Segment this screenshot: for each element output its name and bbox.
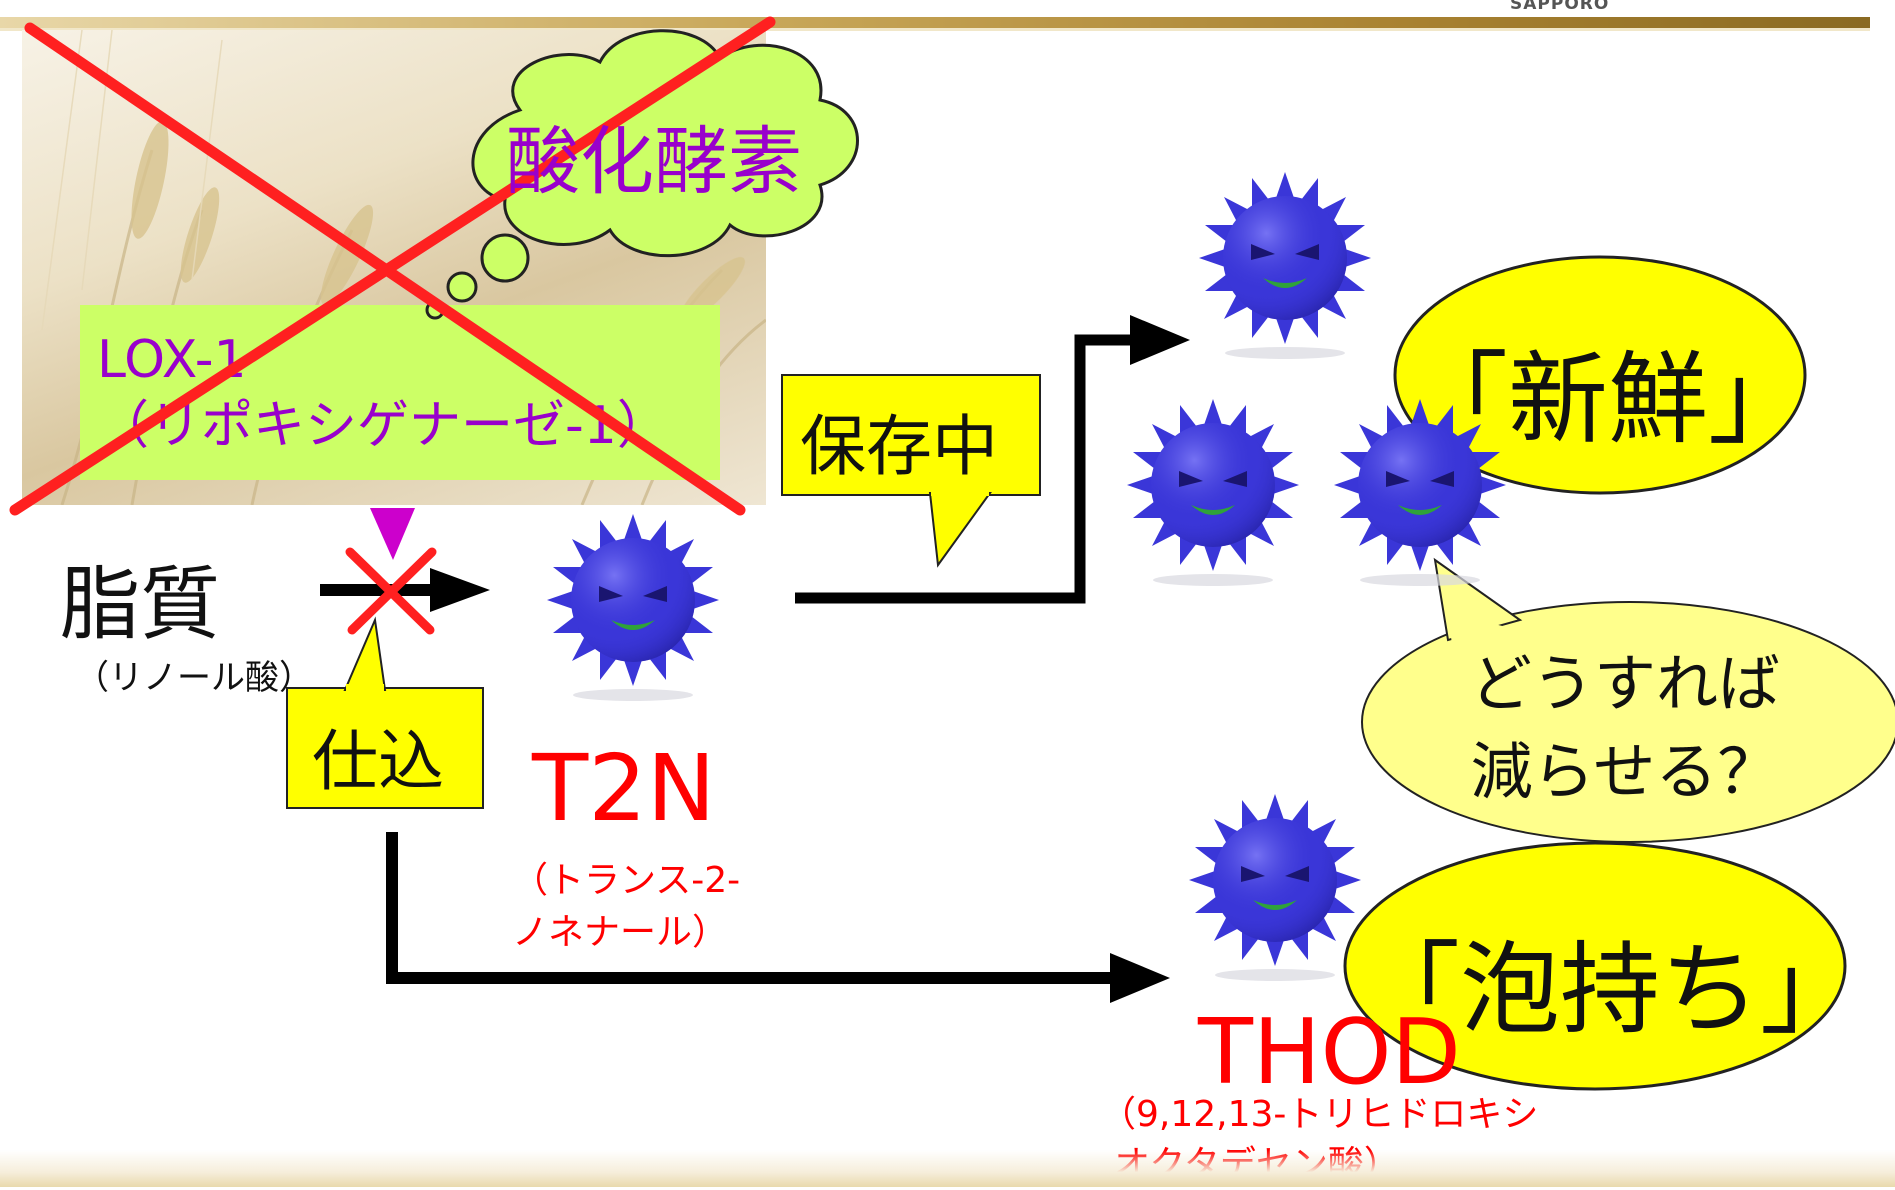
thod-fullname-line1: （9,12,13-トリヒドロキシ [1100, 1094, 1539, 1135]
t2n-label: T2N [532, 735, 716, 842]
t2n-fullname: （トランス-2- ノネナール） [512, 855, 740, 959]
thought-bubble-large [480, 233, 530, 283]
lox1-fullname: （リポキシゲナーゼ-1） [97, 396, 669, 456]
stored-molecule-icon [1127, 399, 1299, 586]
stored-molecule-icon [1199, 172, 1371, 359]
mashing-label: 仕込 [312, 723, 444, 800]
storage-pathway-arrow [795, 334, 1140, 604]
triangle-marker-icon [370, 508, 415, 560]
t2n-fullname-line1: （トランス-2- [512, 860, 741, 901]
question-line1: どうすれば [1470, 647, 1781, 720]
brand-logo: SAPPORO [1510, 0, 1610, 14]
storage-callout [781, 374, 1041, 568]
storage-label: 保存中 [800, 408, 998, 485]
linoleic-acid-label: （リノール酸） [75, 658, 313, 698]
mashing-callout [286, 616, 484, 809]
oxidase-label: 酸化酵素 [506, 119, 802, 205]
t2n-molecule-icon [547, 514, 719, 701]
question-line2: 減らせる？ [1470, 735, 1780, 808]
storage-arrowhead [1130, 315, 1190, 365]
header-gold-line-highlight [0, 28, 1870, 31]
lox-cross-out-icon [9, 16, 776, 516]
mashing-pathway-arrow [386, 832, 1120, 984]
foam-bubble [1343, 841, 1847, 1091]
lox1-label: LOX-1（リポキシゲナーゼ-1） [97, 327, 669, 459]
fresh-label: 「新鮮」 [1408, 341, 1808, 458]
arrow-cross-out-icon [345, 547, 437, 635]
thought-bubble-medium [446, 271, 478, 303]
fresh-bubble [1393, 255, 1807, 495]
foam-label: 「泡持ち」 [1360, 931, 1860, 1048]
t2n-fullname-line2: ノネナール） [512, 912, 729, 953]
lipid-label: 脂質 [60, 558, 220, 651]
header-gold-line [0, 17, 1870, 28]
question-label: どうすれば 減らせる？ [1470, 640, 1780, 816]
thod-molecule-icon [1189, 794, 1361, 981]
reaction-arrow [320, 568, 490, 612]
thod-label: THOD [1198, 1000, 1461, 1105]
mashing-arrowhead [1110, 953, 1170, 1003]
footer-gold-band [0, 1150, 1895, 1187]
